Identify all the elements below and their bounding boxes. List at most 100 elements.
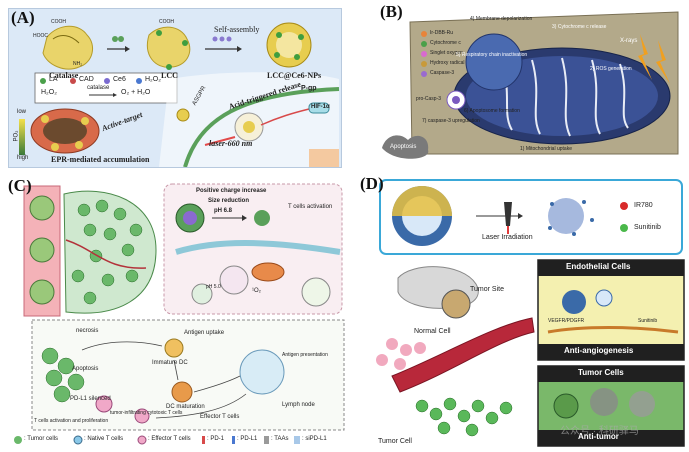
label-pdl1-silenced: PD-L1 silenced xyxy=(70,396,111,402)
legend-la: LA xyxy=(49,76,58,83)
cell-membrane-c xyxy=(175,240,341,255)
label-ros: 2) ROS generation xyxy=(590,66,632,72)
legend-cad: CAD xyxy=(79,76,94,83)
mitochondrion-c xyxy=(251,262,285,282)
label-anti-tumor: Anti-tumor xyxy=(578,432,619,441)
label-laser-irr: Laser Irradiation xyxy=(482,234,533,241)
label-pgp: P-gp xyxy=(301,85,317,92)
label-ph50: pH 5.0 xyxy=(206,284,221,290)
label-catalase: Catalase xyxy=(49,71,79,80)
label-apoptosis-b: Apoptosis xyxy=(390,144,417,150)
nh2-label: NH₂ xyxy=(73,61,83,67)
legend-b-4: Caspase-3 xyxy=(430,70,455,76)
label-o2: ¹O₂ xyxy=(252,288,261,294)
legend-row-c xyxy=(14,435,300,445)
liposome xyxy=(392,186,452,246)
watermark: 公众号 · 科研驿马 xyxy=(560,426,639,437)
label-xrays: X-rays xyxy=(620,38,638,44)
legend-c-5: : TAAs xyxy=(271,436,289,442)
tumor-cluster-c xyxy=(41,347,85,403)
panel-a-illustration xyxy=(19,22,340,167)
label-size-red: Size reduction xyxy=(208,198,250,204)
lcc-ce6-nanoparticle xyxy=(266,22,312,68)
legend-b-0: Ir-DBB-Ru xyxy=(430,30,454,36)
label-resp-chain: 5) Respiratory chain inactivation xyxy=(456,52,528,58)
label-endo-title: Endothelial Cells xyxy=(566,262,631,271)
panel-b-illustration xyxy=(382,11,679,159)
legend-c-6: : siPD-L1 xyxy=(302,436,327,442)
panel-d: (D) Laser Irradiation IR780 Sunitinib Tu… xyxy=(352,176,686,448)
label-ph68: pH 6.8 xyxy=(214,208,233,214)
panel-c-label: (C) xyxy=(8,180,32,195)
legend-c-3: : PD-1 xyxy=(207,436,225,442)
po2-high: high xyxy=(17,155,29,161)
label-immature-dc: Immature DC xyxy=(152,360,188,366)
lymph-node xyxy=(239,349,285,395)
legend-dots xyxy=(421,31,427,77)
endothelial-box xyxy=(537,259,685,361)
legend-ce6: Ce6 xyxy=(113,76,126,83)
legend-b-1: Cytochrome c xyxy=(430,40,461,46)
tumor-mass xyxy=(63,190,157,314)
label-uptake: 1) Mitochondrial uptake xyxy=(520,146,572,152)
panel-a-label: (A) xyxy=(11,8,35,27)
cooh-label-2: COOH xyxy=(159,19,174,25)
label-laser: laser-660 nm xyxy=(209,139,253,148)
reaction-right: O₂ + H₂O xyxy=(121,89,151,96)
panel-d-label: (D) xyxy=(360,176,384,193)
cell-membrane xyxy=(183,87,340,167)
label-cytc-release: 3) Cytochrome c release xyxy=(552,24,607,30)
label-epr: EPR-mediated accumulation xyxy=(51,155,150,164)
zoom-panel xyxy=(163,183,343,315)
legend-c-2: : Effector T cells xyxy=(148,436,191,442)
label-tumor-title: Tumor Cells xyxy=(578,368,624,377)
po2-gradient-bar xyxy=(19,119,25,155)
label-t-infil: tumor-infiltrating cytotoxic T cells xyxy=(110,410,183,416)
label-tumor-cell: Tumor Cell xyxy=(378,438,412,445)
ir780-icon xyxy=(620,202,628,210)
immune-panel xyxy=(31,319,345,431)
label-tumor-site: Tumor Site xyxy=(470,286,504,293)
panel-d-illustration xyxy=(376,179,685,447)
legend-c-4: : PD-L1 xyxy=(237,436,258,442)
panel-b: (B) Ir-DBB-Ru Cytochrome c Singlet oxyge… xyxy=(352,4,684,162)
po2-label: PO₂ xyxy=(13,130,20,142)
endosome-c xyxy=(219,265,249,295)
membrane-zoom xyxy=(465,33,523,91)
label-pos-charge: Positive charge increase xyxy=(196,188,267,194)
hif-box xyxy=(308,102,330,114)
tumor-cells-d xyxy=(415,397,513,437)
label-lcc-ce6: LCC@Ce6-NPs xyxy=(267,71,322,80)
legend-c-0: : Tumor cells xyxy=(24,436,59,442)
legend-b-2: Singlet oxygen xyxy=(430,50,463,56)
label-procasp: pro-Casp-3 xyxy=(416,96,442,102)
label-apoptosis-c: Apoptosis xyxy=(72,366,99,372)
label-antigen-uptake: Antigen uptake xyxy=(184,330,225,336)
blood-vessel-d xyxy=(391,317,535,393)
immature-dc xyxy=(164,338,184,358)
catalase-molecule xyxy=(42,25,94,70)
label-hif: HIF-1α xyxy=(311,104,330,110)
nanoparticle-box xyxy=(379,179,683,255)
panel-c: (C) Positive charge increase Size reduct… xyxy=(6,180,346,448)
laser-emitter xyxy=(504,202,512,226)
normal-cells xyxy=(376,338,426,370)
label-normal-cell: Normal Cell xyxy=(414,328,451,335)
label-membrane: 4) Membrane depolarization xyxy=(470,16,533,22)
legend-b-3: Hydroxy radical xyxy=(430,60,465,66)
legend-box xyxy=(34,72,178,104)
panel-a: (A) Catalase LCC Self-assembly LCC@Ce6-N… xyxy=(8,8,342,168)
label-necrosis: necrosis xyxy=(76,328,99,334)
mature-dc xyxy=(171,381,193,403)
nucleus-region xyxy=(309,149,339,167)
reaction-left: H₂O₂ xyxy=(41,89,57,96)
hooc-label: HOOC xyxy=(33,33,48,39)
mitochondrion-cristae xyxy=(501,57,629,137)
xray-bolts xyxy=(638,34,670,84)
label-self-assembly: Self-assembly xyxy=(214,25,260,34)
apoptosis-cell xyxy=(382,135,429,159)
label-casp-up: 7) caspase-3 upregulation xyxy=(422,118,480,124)
label-ir780: IR780 xyxy=(634,202,653,209)
legend-c-1: : Native T cells xyxy=(84,436,124,442)
label-sunitinib: Sunitinib xyxy=(634,224,661,231)
